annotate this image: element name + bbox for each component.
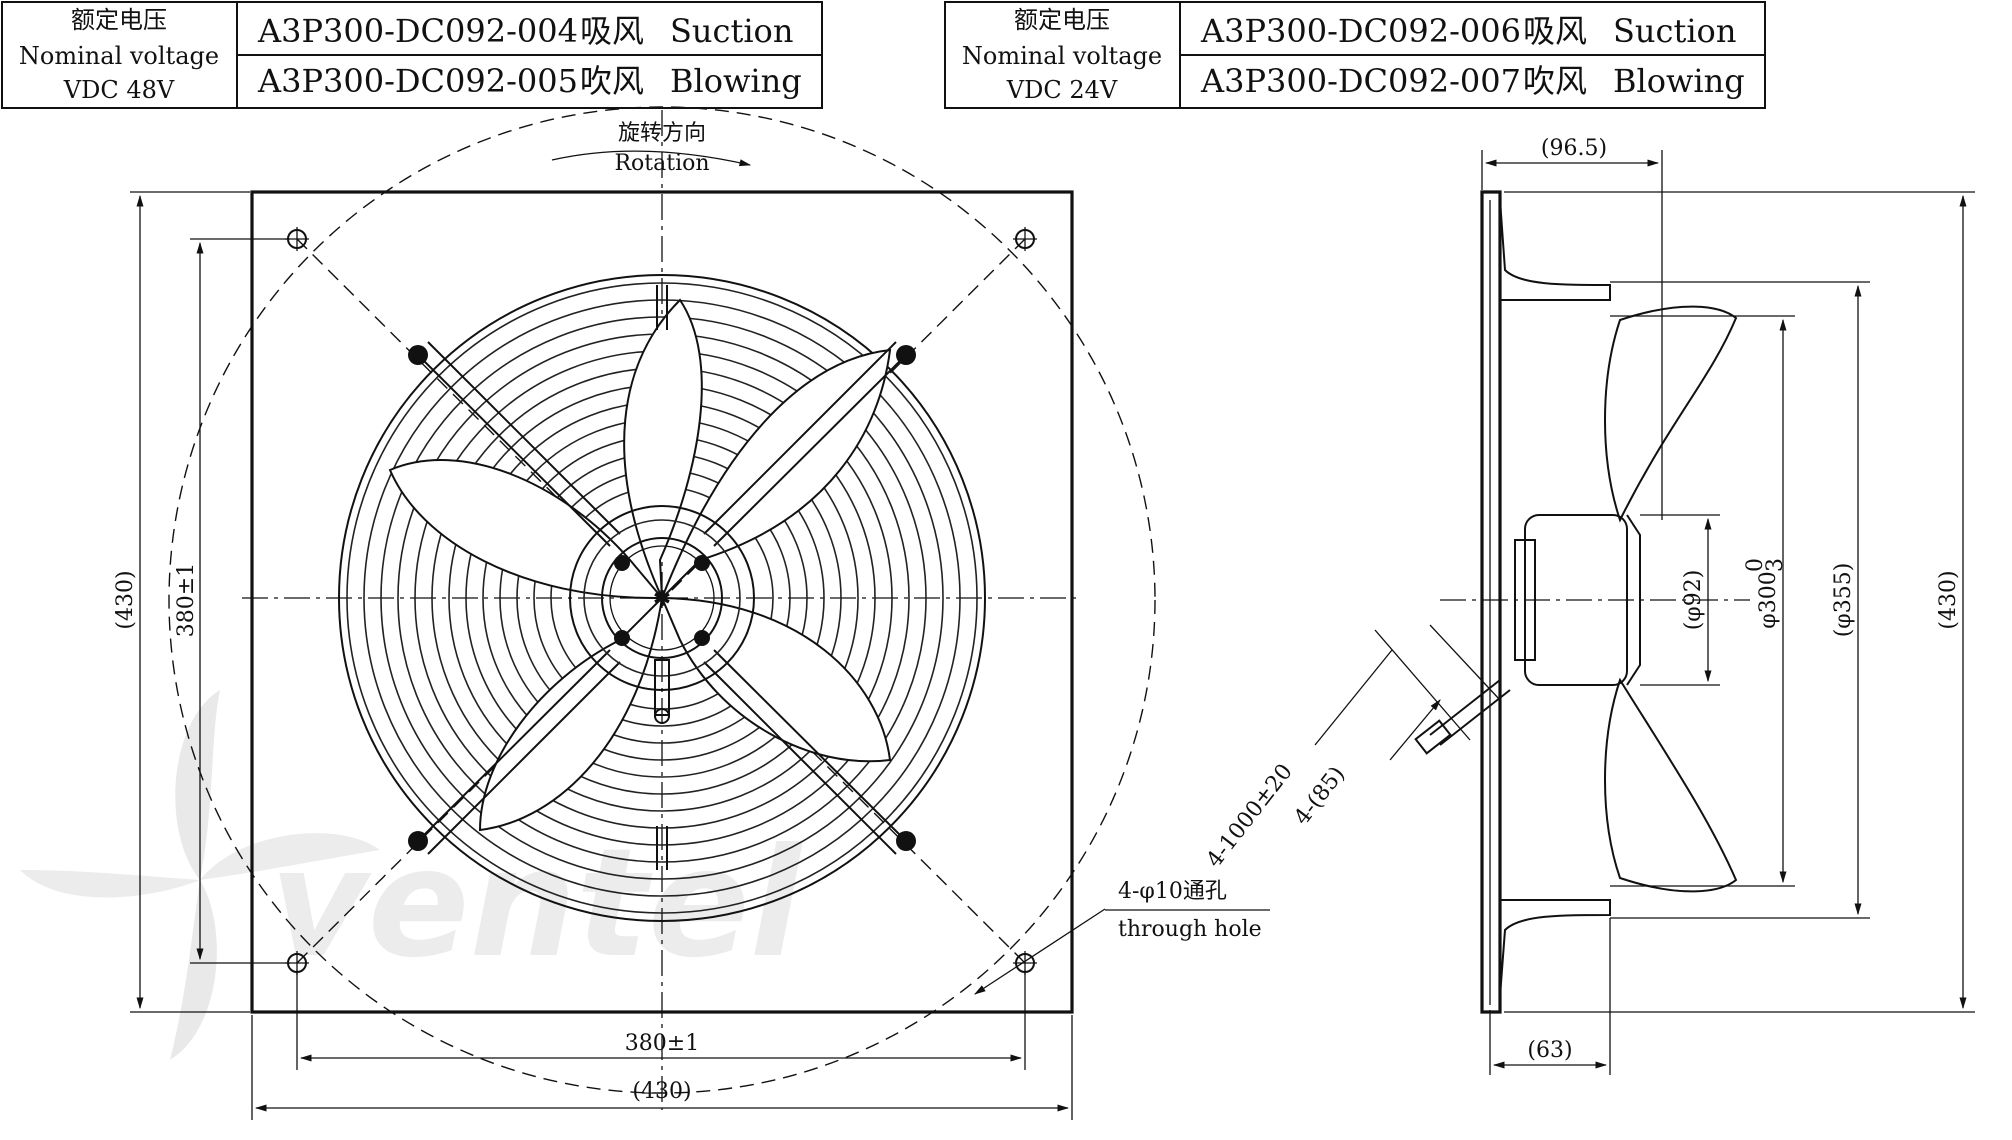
side-dim-ring-tol-lower: 3 [1763,558,1788,572]
side-dim-cable-length: 4-1000±20 [1202,760,1298,873]
side-dim-depth-total: (96.5) [1481,136,1663,520]
front-dim-horizontal-holes: 380±1 [296,970,1026,1070]
model-table-24v: 额定电压 Nominal voltage VDC 24V A3P300-DC09… [944,1,1766,109]
table-48v-row1-mode-cn: 吸风 [580,12,644,50]
strut-mount-tl [408,345,428,365]
mounting-hole-tr [1013,227,1037,251]
table-24v-row1-mode-en: Suction [1613,12,1736,50]
hole-note-cn: 4-φ10通孔 [1118,879,1227,904]
hole-note-callout: 4-φ10通孔 through hole [974,879,1270,995]
table-24v-voltage-value: VDC 24V [1006,76,1118,104]
table-48v-row2-mode-cn: 吹风 [580,62,644,100]
table-24v-row2-mode-en: Blowing [1613,62,1745,100]
table-48v-row1-mode-en: Suction [670,12,793,50]
table-24v-row1-mode-cn: 吸风 [1523,12,1587,50]
fan-blades [388,298,892,832]
front-dim-vertical-holes-label: 380±1 [174,563,199,637]
side-dim-cable: 4-1000±20 4-(85) [1202,624,1501,873]
front-dim-vertical-holes: 380±1 [174,238,290,964]
side-dim-depth-flange-label: (63) [1527,1038,1572,1063]
front-dim-horizontal-total-label: (430) [632,1079,691,1104]
table-24v-voltage-en: Nominal voltage [962,42,1162,70]
side-dim-guard-label: (φ355) [1831,563,1856,638]
side-dim-guard: (φ355) [1610,281,1870,919]
side-venturi [1499,199,1611,301]
watermark-text: ventel [270,817,804,991]
front-view: 旋转方向 Rotation [113,106,1270,1120]
table-24v-row2-model: A3P300-DC092-007 [1200,62,1521,100]
side-dim-ring-tol-upper: 0 [1743,558,1768,572]
front-dim-horizontal-holes-label: 380±1 [625,1031,699,1056]
side-blade-lower [1604,677,1738,893]
side-dim-height-total-label: (430) [1936,570,1961,629]
side-blade-upper [1604,305,1738,523]
side-dim-hub: (φ92) [1640,514,1720,686]
side-view: 4-1000±20 4-(85) (96.5) (63) (φ92) [1202,136,1975,1075]
side-dim-depth-flange: (63) [1489,918,1611,1075]
table-24v-row2-mode-cn: 吹风 [1523,62,1587,100]
strut-mount-bl [408,831,428,851]
side-dim-depth-total-label: (96.5) [1541,136,1607,161]
table-48v-voltage-value: VDC 48V [63,76,175,104]
side-dim-ring: φ300 0 3 [1610,315,1795,887]
front-dim-vertical-total: (430) [113,191,250,1013]
side-dim-ring-label: φ300 [1756,571,1781,628]
motor-hub [569,505,755,724]
table-48v-row2-mode-en: Blowing [670,62,802,100]
rotation-arrow [551,150,752,167]
rotation-label-cn: 旋转方向 [618,121,706,146]
guard-struts [414,285,910,870]
table-48v-row2-model: A3P300-DC092-005 [257,62,578,100]
side-mounting-plate [1480,190,1502,1014]
table-24v-voltage-cn: 额定电压 [1014,6,1110,34]
table-48v-voltage-en: Nominal voltage [19,42,219,70]
table-48v-row1-model: A3P300-DC092-004 [257,12,578,50]
side-dim-height-total: (430) [1504,191,1975,1013]
watermark-logo: ventel [20,690,804,1060]
table-48v-voltage-cn: 额定电压 [71,6,167,34]
model-table-48v: 额定电压 Nominal voltage VDC 48V A3P300-DC09… [1,1,823,109]
front-dim-vertical-total-label: (430) [113,570,138,629]
strut-mount-br [896,831,916,851]
table-24v-row1-model: A3P300-DC092-006 [1200,12,1521,50]
watermark-fan-icon [20,690,380,1060]
front-dim-horizontal-total: (430) [251,1015,1073,1120]
side-cable [1414,679,1511,755]
side-dim-cable-strip: 4-(85) [1290,762,1351,830]
side-dim-hub-label: (φ92) [1681,570,1706,631]
hole-note-en: through hole [1118,917,1262,942]
hub-logo-icon: ✱ [653,587,671,612]
strut-mount-tr [896,345,916,365]
